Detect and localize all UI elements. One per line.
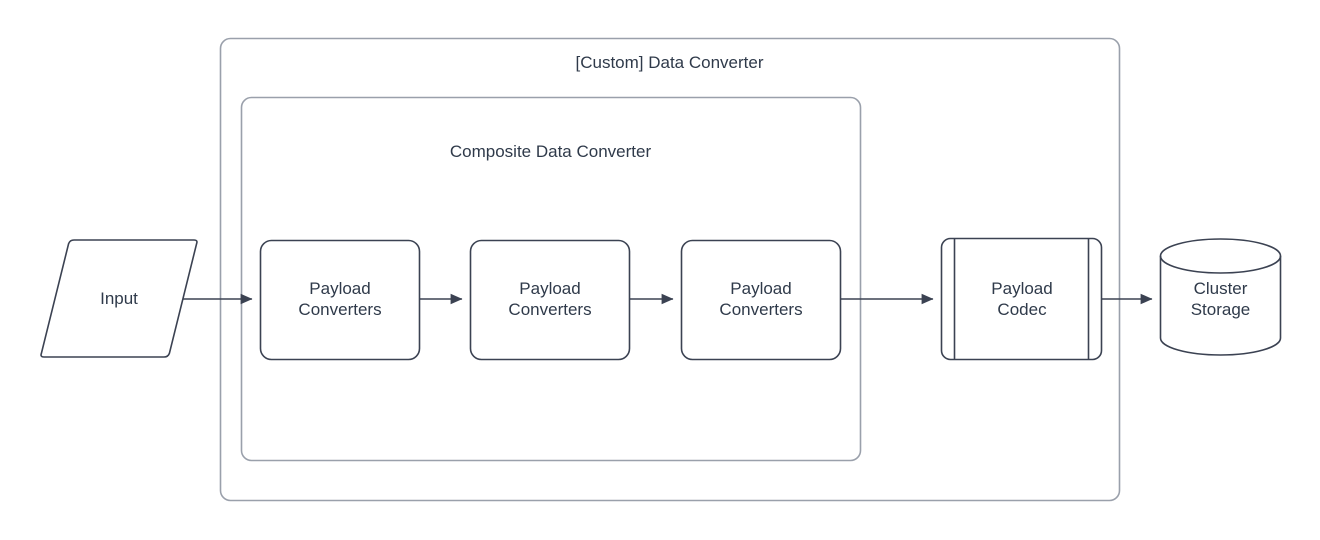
cylinder-top-ellipse (1159, 255, 1282, 274)
node-payload-codec[interactable] (940, 237, 1103, 361)
node-payload-converters-3[interactable] (680, 239, 842, 361)
node-input[interactable] (40, 239, 198, 358)
node-cluster-storage[interactable] (1159, 238, 1282, 356)
node-payload-converters-1[interactable] (259, 239, 421, 361)
node-payload-converters-2[interactable] (469, 239, 631, 361)
